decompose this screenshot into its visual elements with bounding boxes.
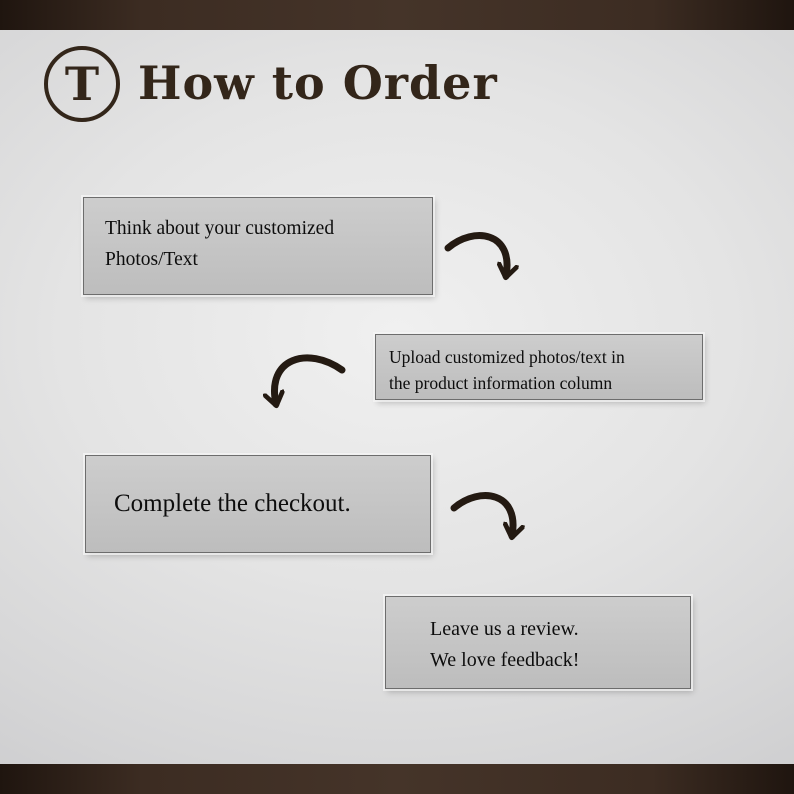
step-1-line-1: Think about your customized — [105, 218, 335, 239]
page-title: How to Order — [138, 56, 498, 110]
step-box-2: Upload customized photos/text in the pro… — [375, 334, 703, 400]
brand-logo: T — [44, 46, 120, 122]
step-box-1: Think about your customized Photos/Text — [83, 197, 433, 295]
step-1-line-2: Photos/Text — [105, 249, 198, 271]
brand-logo-letter: T — [64, 57, 100, 111]
step-3-line-1: Complete the checkout. — [114, 490, 351, 517]
curved-arrow-icon — [250, 354, 346, 432]
step-box-3: Complete the checkout. — [85, 455, 431, 553]
step-box-4: Leave us a review. We love feedback! — [385, 596, 691, 689]
step-4-line-1: Leave us a review. — [430, 618, 579, 640]
curved-arrow-icon — [444, 232, 537, 311]
step-2-line-2: the product information column — [389, 373, 613, 394]
curved-arrow-icon — [450, 492, 543, 571]
bottom-border-bar — [0, 764, 794, 794]
top-border-bar — [0, 0, 794, 30]
step-4-line-2: We love feedback! — [430, 649, 580, 671]
step-2-line-1: Upload customized photos/text in — [389, 347, 625, 367]
